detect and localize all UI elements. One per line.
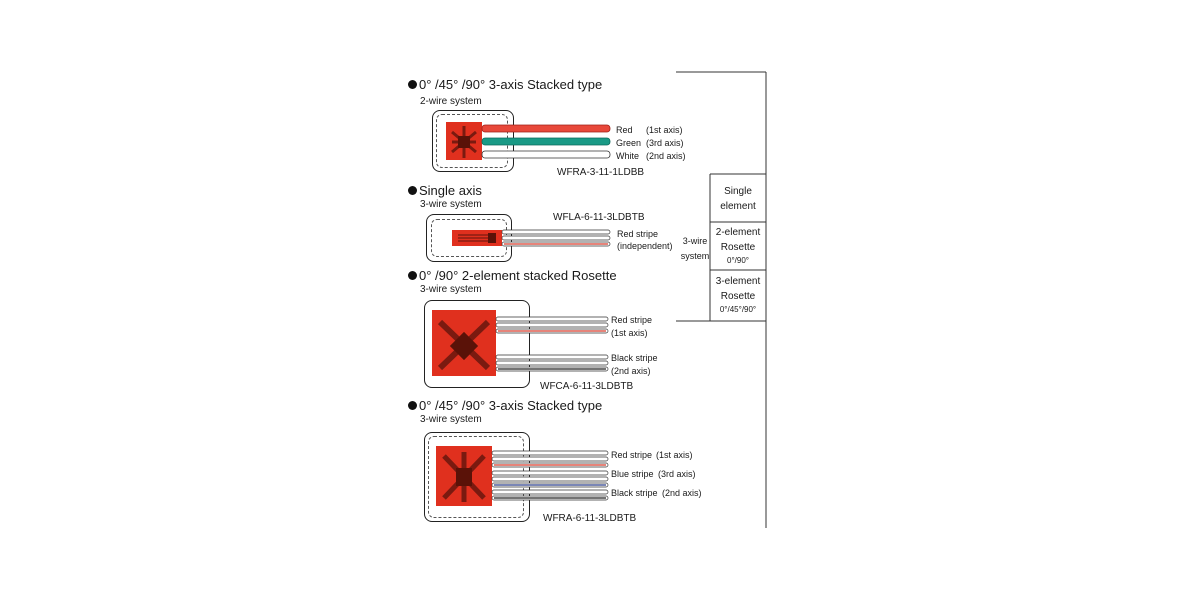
table-row-single: Single element <box>720 186 756 212</box>
wire-note: (1st axis) <box>611 328 648 338</box>
wire-label: Blue stripe <box>611 469 654 479</box>
wire-note: (2nd axis) <box>646 151 686 161</box>
section-1-title: 0° /45° /90° 3-axis Stacked type <box>408 77 602 92</box>
section-3-system: 3-wire system <box>420 284 482 295</box>
section-4-title: 0° /45° /90° 3-axis Stacked type <box>408 398 602 413</box>
model-number-2: WFLA-6-11-3LDBTB <box>553 212 645 223</box>
table-row-2-element: 2-element Rosette 0°/90° <box>715 227 761 265</box>
wire-note: (3rd axis) <box>646 138 684 148</box>
wire-label: Black stripe <box>611 488 658 498</box>
table-row-3-element: 3-element Rosette 0°/45°/90° <box>715 276 761 314</box>
wire-note: (independent) <box>617 241 673 251</box>
table-group-label: 3-wire system <box>680 236 710 261</box>
wire-green <box>481 137 611 146</box>
section-3-title: 0° /90° 2-element stacked Rosette <box>408 268 617 283</box>
wire-label: Red <box>616 125 633 135</box>
wire-label: Red stripe <box>617 229 659 239</box>
section-2-title: Single axis <box>408 183 482 198</box>
wire-note: (3rd axis) <box>658 469 696 479</box>
section-2-system: 3-wire system <box>420 199 482 210</box>
section-4-system: 3-wire system <box>420 414 482 425</box>
wire-label: Red stripe <box>611 450 653 460</box>
wire-label: Black stripe <box>611 353 658 363</box>
wire-note: (2nd axis) <box>662 488 702 498</box>
wire-white <box>481 150 611 159</box>
bullet-icon <box>408 80 417 89</box>
wire-label: Red stripe <box>611 315 653 325</box>
model-number-3: WFCA-6-11-3LDBTB <box>540 381 634 392</box>
bullet-icon <box>408 186 417 195</box>
model-number-4: WFRA-6-11-3LDBTB <box>543 513 637 524</box>
wire-red <box>481 124 611 133</box>
bullet-icon <box>408 271 417 280</box>
model-number-1: WFRA-3-11-1LDBB <box>557 167 645 178</box>
wire-note: (2nd axis) <box>611 366 651 376</box>
section-1-system: 2-wire system <box>420 96 482 107</box>
wire-label: White <box>616 151 640 161</box>
wire-note: (1st axis) <box>646 125 683 135</box>
wire-label: Green <box>616 138 642 148</box>
bullet-icon <box>408 401 417 410</box>
wire-note: (1st axis) <box>656 450 693 460</box>
